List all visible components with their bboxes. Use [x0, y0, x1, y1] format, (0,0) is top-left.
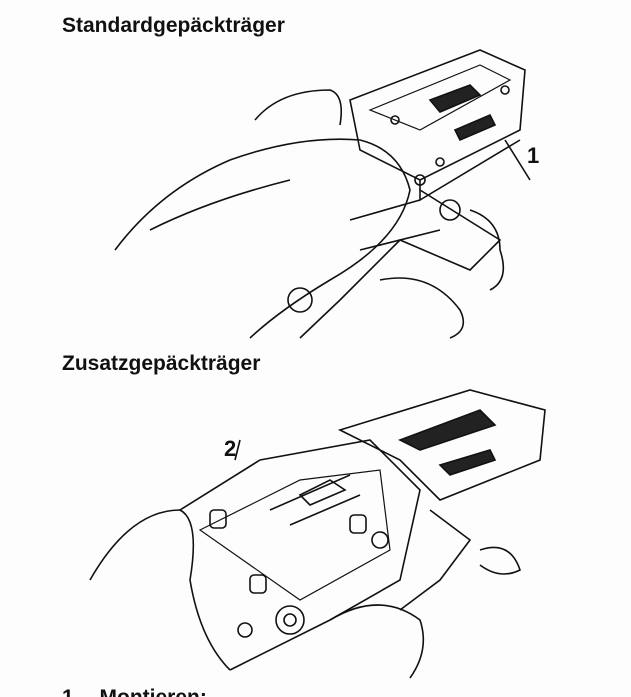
- step-text: Montieren:: [100, 686, 207, 697]
- callout-1: 1: [527, 143, 540, 168]
- heading-additional-rack: Zusatzgepäckträger: [62, 352, 261, 375]
- illustration-standard-rack: [114, 49, 531, 339]
- step-1: 1. Montieren:: [62, 686, 207, 697]
- callout-2: 2: [224, 436, 237, 461]
- heading-standard-rack: Standardgepäckträger: [62, 14, 285, 37]
- illustration-additional-rack: [89, 389, 546, 679]
- step-number: 1.: [62, 686, 80, 697]
